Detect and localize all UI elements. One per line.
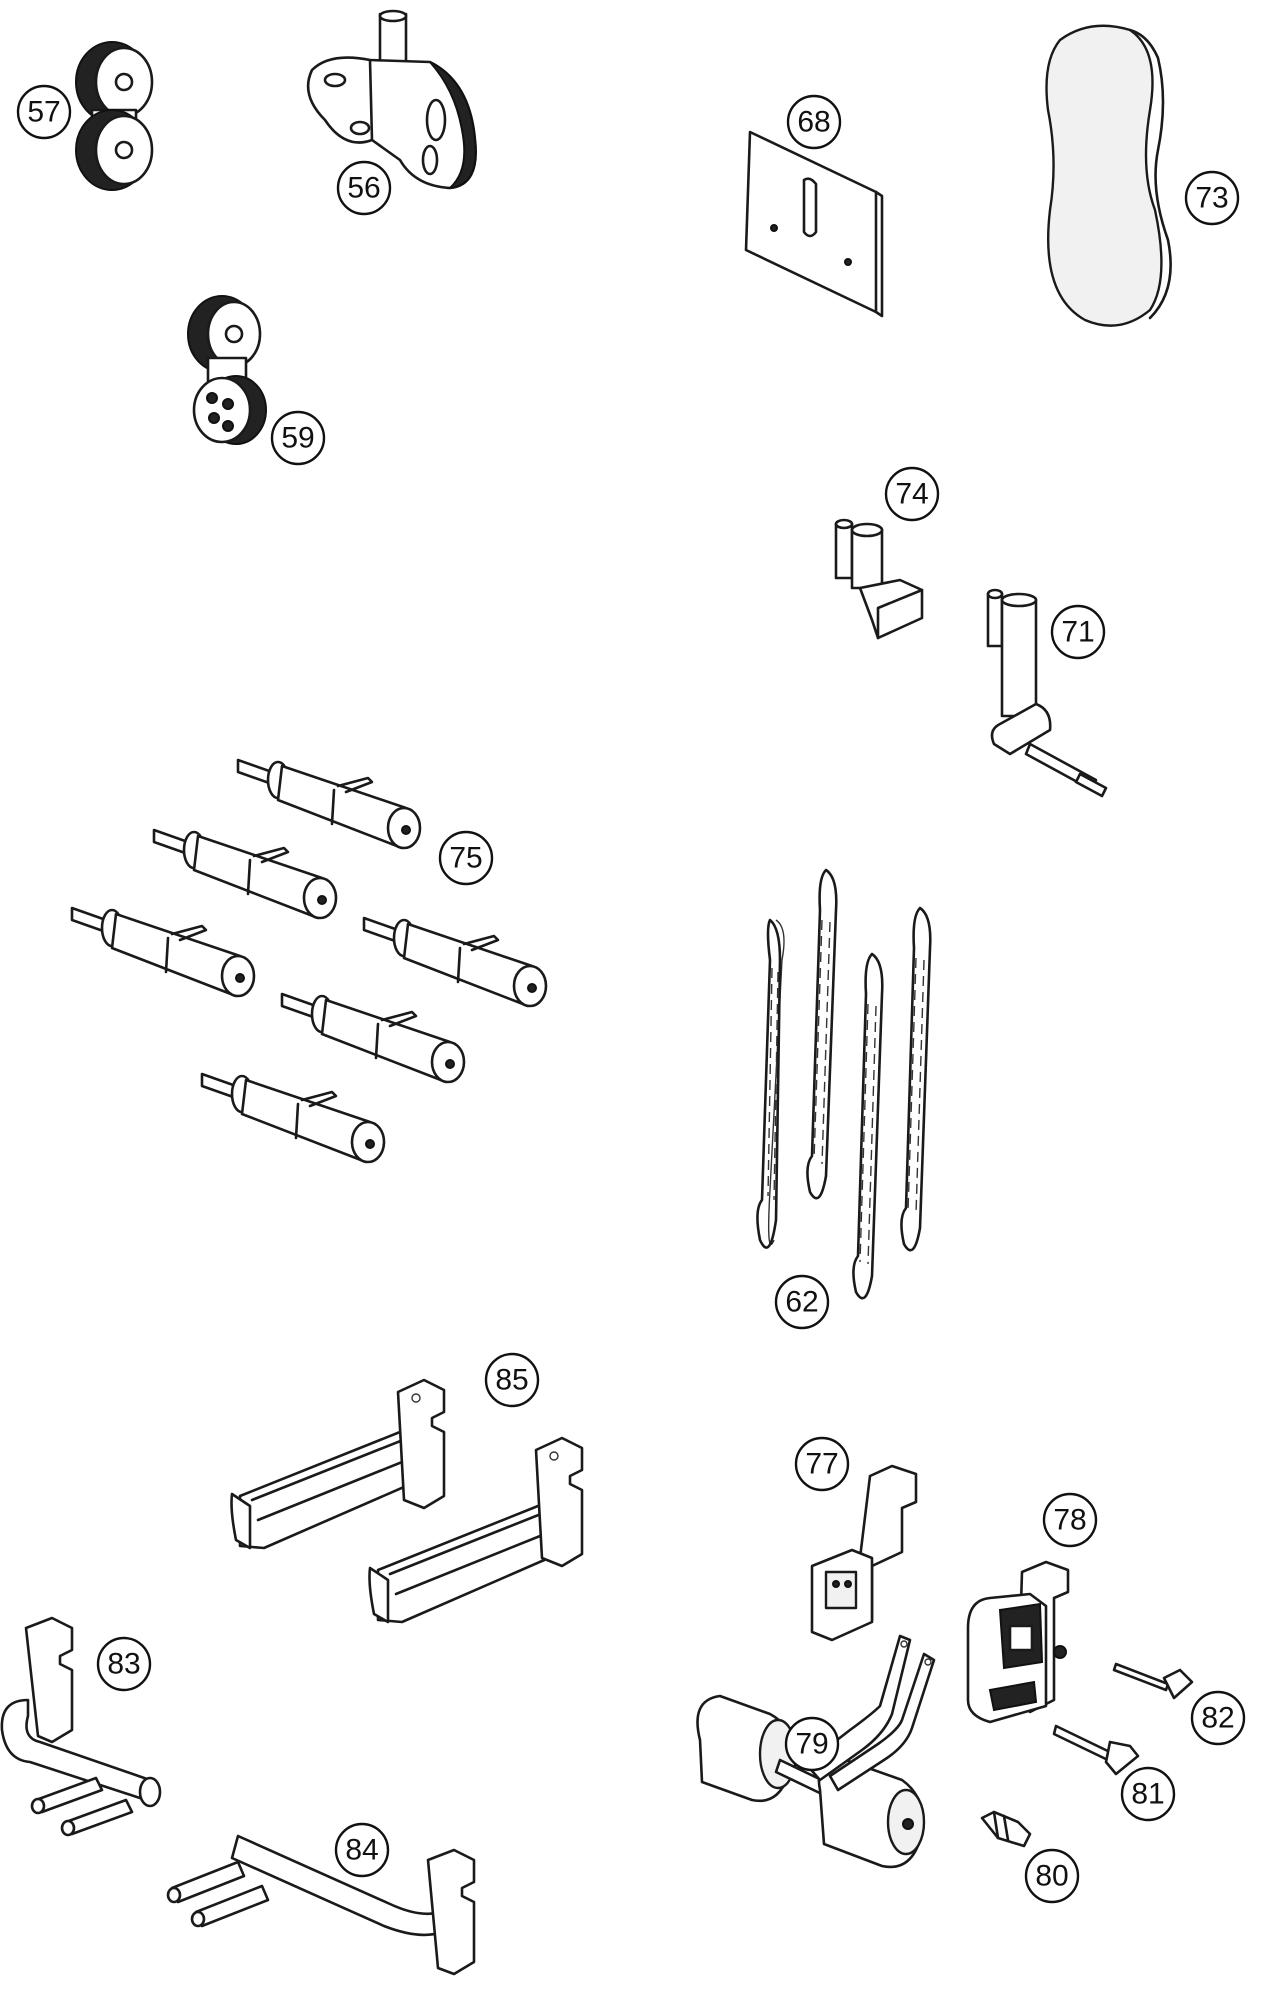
callout-68-label: 68 (797, 106, 830, 139)
callout-83: 83 (96, 1636, 152, 1692)
callout-56: 56 (336, 160, 392, 216)
callout-85: 85 (484, 1352, 540, 1408)
callout-75-label: 75 (449, 842, 482, 875)
part-83-leg-bar (0, 1616, 162, 1837)
callout-81: 81 (1120, 1766, 1176, 1822)
callout-80-label: 80 (1035, 1860, 1068, 1893)
callout-78-label: 78 (1053, 1504, 1086, 1537)
callout-59-label: 59 (281, 422, 314, 455)
callout-75: 75 (438, 830, 494, 886)
callout-84: 84 (334, 1822, 390, 1878)
part-82-pin (1112, 1662, 1194, 1700)
callout-57-label: 57 (27, 96, 60, 129)
callout-85-label: 85 (495, 1364, 528, 1397)
callout-73-label: 73 (1195, 182, 1228, 215)
callout-82-label: 82 (1201, 1702, 1234, 1735)
callout-78: 78 (1042, 1492, 1098, 1548)
part-84-leg-bar (166, 1834, 476, 1976)
callout-80: 80 (1024, 1848, 1080, 1904)
callout-82: 82 (1190, 1690, 1246, 1746)
callout-59: 59 (270, 410, 326, 466)
callout-71: 71 (1050, 604, 1106, 660)
part-75-pins (70, 758, 548, 1164)
part-59-pulley-plate (187, 295, 267, 445)
callout-57: 57 (16, 84, 72, 140)
part-80-knob (980, 1810, 1032, 1848)
part-78-holder-handle (966, 1560, 1070, 1724)
callout-81-label: 81 (1131, 1778, 1164, 1811)
callout-79-label: 79 (795, 1728, 828, 1761)
part-71-tube-axle (986, 588, 1108, 798)
callout-74-label: 74 (895, 478, 928, 511)
part-62-chains (756, 868, 932, 1300)
callout-73: 73 (1184, 170, 1240, 226)
part-77-holder (810, 1464, 918, 1642)
part-73-seat-pad (1045, 24, 1172, 327)
callout-83-label: 83 (107, 1648, 140, 1681)
part-85-brackets (230, 1378, 584, 1624)
part-81-pin (1052, 1724, 1140, 1776)
part-74-tube-bracket (834, 518, 924, 640)
part-57-double-pulley (75, 41, 154, 191)
callout-68: 68 (786, 94, 842, 150)
callout-62-label: 62 (785, 1286, 818, 1319)
part-68-slot-plate (744, 130, 884, 318)
callout-77: 77 (794, 1436, 850, 1492)
callout-56-label: 56 (347, 172, 380, 205)
callout-71-label: 71 (1061, 616, 1094, 649)
callout-74: 74 (884, 466, 940, 522)
callout-62: 62 (774, 1274, 830, 1330)
callout-labels: 57 56 59 68 73 74 71 75 62 85 77 (16, 84, 1246, 1904)
callout-79: 79 (784, 1716, 840, 1772)
callout-77-label: 77 (805, 1448, 838, 1481)
callout-84-label: 84 (345, 1834, 378, 1867)
part-56-pulley-bracket (306, 9, 477, 190)
